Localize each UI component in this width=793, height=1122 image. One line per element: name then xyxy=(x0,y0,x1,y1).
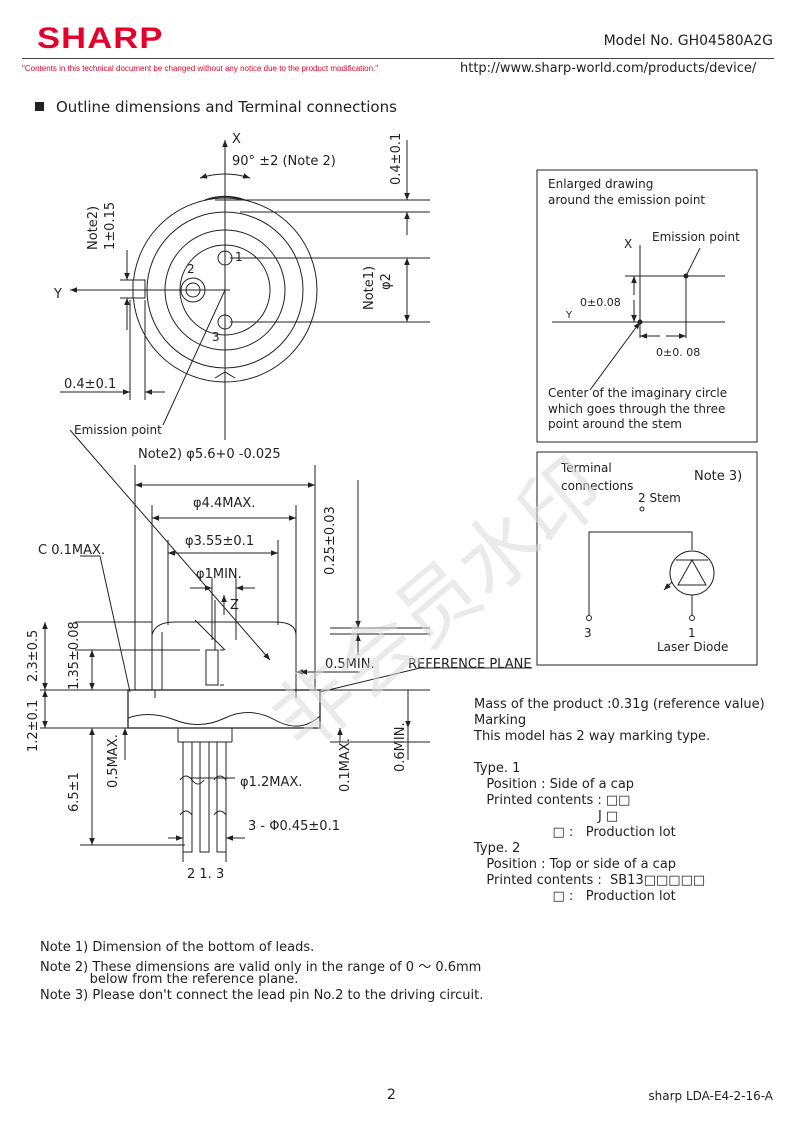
dim-01max: 0.1MAX. xyxy=(338,738,353,792)
dim-left-label: 0.4±0.1 xyxy=(64,377,116,392)
enlarged-center-1: Center of the imaginary circle xyxy=(548,386,727,400)
product-url[interactable]: http://www.sharp-world.com/products/devi… xyxy=(460,61,757,76)
pin3-label: 3 xyxy=(212,330,220,344)
enlarged-drawing-box xyxy=(536,169,758,443)
info-line: This model has 2 way marking type. xyxy=(474,729,711,744)
note2-dim-value: 1±0.15 xyxy=(103,202,118,250)
enlarged-title-2: around the emission point xyxy=(548,193,705,207)
enlarged-y-label: Y xyxy=(565,310,573,321)
enlarged-x-label: X xyxy=(624,237,632,251)
terminal-connections-box xyxy=(536,451,758,666)
terminal-pin1-label: 1 xyxy=(688,626,696,640)
dim-outer-diameter: Note2) φ5.6+0 -0.025 xyxy=(138,447,281,462)
info-line: Position : Side of a cap xyxy=(474,777,635,792)
watermark: 非会员水印 xyxy=(255,440,621,768)
angle-label: 90° ±2 (Note 2) xyxy=(232,154,336,169)
page-number: 2 xyxy=(387,1087,396,1103)
dim-06min: 0.6MIN. xyxy=(393,722,408,772)
enlarged-center-3: point around the stem xyxy=(548,417,682,431)
info-line: Type. 1 xyxy=(474,761,521,776)
model-number: Model No. GH04580A2G xyxy=(603,33,773,49)
sharp-logo: SHARP xyxy=(37,22,164,55)
info-line: Mass of the product :0.31g (reference va… xyxy=(474,697,765,712)
note-line: Note 1) Dimension of the bottom of leads… xyxy=(40,940,315,955)
enlarged-v1-label: 0±0.08 xyxy=(580,296,621,309)
dim-05min: 0.5MIN. xyxy=(325,657,375,672)
dim-chamfer: C 0.1MAX. xyxy=(38,543,105,558)
note-line: Note 2) These dimensions are valid only … xyxy=(40,960,482,975)
enlarged-center-2: which goes through the three xyxy=(548,402,725,416)
note-line: below from the reference plane. xyxy=(40,972,299,987)
dim-05max: 0.5MAX. xyxy=(106,734,121,788)
terminal-note: Note 3) xyxy=(694,469,742,484)
bullet-square-icon xyxy=(35,102,44,111)
enlarged-emission-label: Emission point xyxy=(652,230,740,244)
dim-height-65: 6.5±1 xyxy=(67,772,82,812)
dim-355-diameter: φ3.55±0.1 xyxy=(185,534,254,549)
info-line: □ : Production lot xyxy=(474,889,676,904)
y-axis-label: Y xyxy=(53,287,62,302)
dim-cap-diameter: φ4.4MAX. xyxy=(193,496,255,511)
dim-025: 0.25±0.03 xyxy=(323,506,338,575)
modification-notice: "Contents in this technical document be … xyxy=(22,64,379,73)
dim-lead-diameter: 3 - Φ0.45±0.1 xyxy=(248,819,340,834)
dim-height-135: 1.35±0.08 xyxy=(67,621,82,690)
terminal-title-2: connections xyxy=(561,479,633,493)
note1-label: Note1) xyxy=(362,266,377,310)
laser-diode-label: Laser Diode xyxy=(657,640,728,654)
info-line: Position : Top or side of a cap xyxy=(474,857,677,872)
lead-numbers: 2 1. 3 xyxy=(187,867,224,882)
info-line: Type. 2 xyxy=(474,841,521,856)
dim-height-23: 2.3±0.5 xyxy=(26,630,41,682)
enlarged-v2-label: 0±0. 08 xyxy=(656,346,700,359)
info-line: □ : Production lot xyxy=(474,825,676,840)
terminal-title-1: Terminal xyxy=(560,461,612,475)
section-title: Outline dimensions and Terminal connecti… xyxy=(35,98,397,116)
z-axis-label: Z xyxy=(230,598,239,613)
x-axis-label: X xyxy=(232,132,241,147)
enlarged-title-1: Enlarged drawing xyxy=(548,177,653,191)
dim-height-12: 1.2±0.1 xyxy=(26,700,41,752)
pin2-label: 2 xyxy=(187,262,195,276)
info-line: Printed contents : SB13□□□□□ xyxy=(474,873,706,888)
info-line: Printed contents : □□ xyxy=(474,793,631,808)
note-line: Note 3) Please don't connect the lead pi… xyxy=(40,988,484,1003)
dim-1min: φ1MIN. xyxy=(196,567,242,582)
reference-plane-label: REFERENCE PLANE xyxy=(408,657,532,672)
terminal-stem-label: 2 Stem xyxy=(638,491,681,505)
note2-dim-label: Note2) xyxy=(86,206,101,250)
pin1-label: 1 xyxy=(235,250,243,264)
info-line: J □ xyxy=(474,809,619,824)
info-line: Marking xyxy=(474,713,527,728)
header-divider xyxy=(22,58,774,59)
emission-point-label: Emission point xyxy=(74,423,162,437)
document-code: sharp LDA-E4-2-16-A xyxy=(648,1089,773,1103)
dim-top-label: 0.4±0.1 xyxy=(389,133,404,185)
dim-12max: φ1.2MAX. xyxy=(240,775,302,790)
terminal-pin3-label: 3 xyxy=(584,626,592,640)
note1-value: φ2 xyxy=(379,273,394,290)
